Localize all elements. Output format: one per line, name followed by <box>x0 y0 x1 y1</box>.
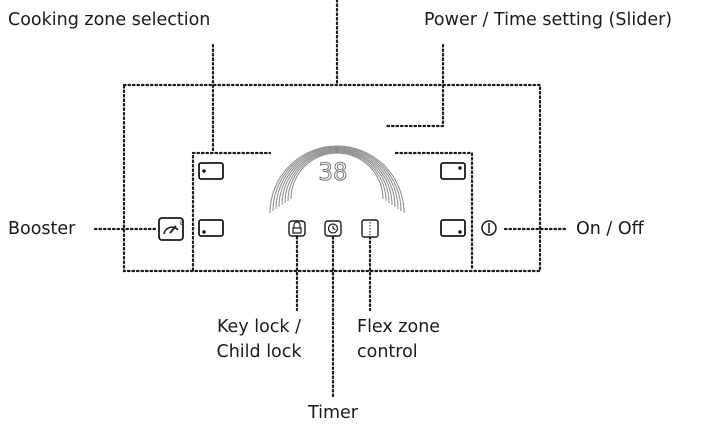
booster-icon[interactable]: B <box>158 217 184 241</box>
power-slider-arc[interactable] <box>269 145 405 214</box>
zone-outline-right <box>394 151 474 272</box>
zone-top-left-icon[interactable] <box>198 162 224 180</box>
power-display: 38 <box>319 158 348 186</box>
label-flex-zone-line2: control <box>357 342 418 362</box>
zone-top-right-icon[interactable] <box>440 162 466 180</box>
svg-text:B: B <box>180 220 184 227</box>
label-key-lock-line1: Key lock / <box>216 317 302 337</box>
power-icon[interactable] <box>481 220 497 236</box>
panel-outline <box>122 83 542 273</box>
label-power-time-setting: Power / Time setting (Slider) <box>424 10 673 30</box>
label-on-off: On / Off <box>576 219 644 239</box>
label-key-lock-line2: Child lock <box>216 342 302 362</box>
clock-icon[interactable] <box>324 220 342 237</box>
leader-slider <box>384 43 445 128</box>
label-key-lock: Key lock / Child lock <box>203 316 315 363</box>
lock-icon[interactable] <box>288 220 306 237</box>
label-booster: Booster <box>8 219 76 239</box>
flex-zone-icon[interactable] <box>361 219 379 238</box>
zone-bottom-left-icon[interactable] <box>198 219 224 237</box>
zone-outline-left <box>191 151 272 272</box>
label-flex-zone: Flex zone control <box>357 316 440 363</box>
label-flex-zone-line1: Flex zone <box>357 317 441 337</box>
label-timer: Timer <box>307 403 359 423</box>
label-cooking-zone-selection: Cooking zone selection <box>8 10 211 30</box>
zone-bottom-right-icon[interactable] <box>440 219 466 237</box>
